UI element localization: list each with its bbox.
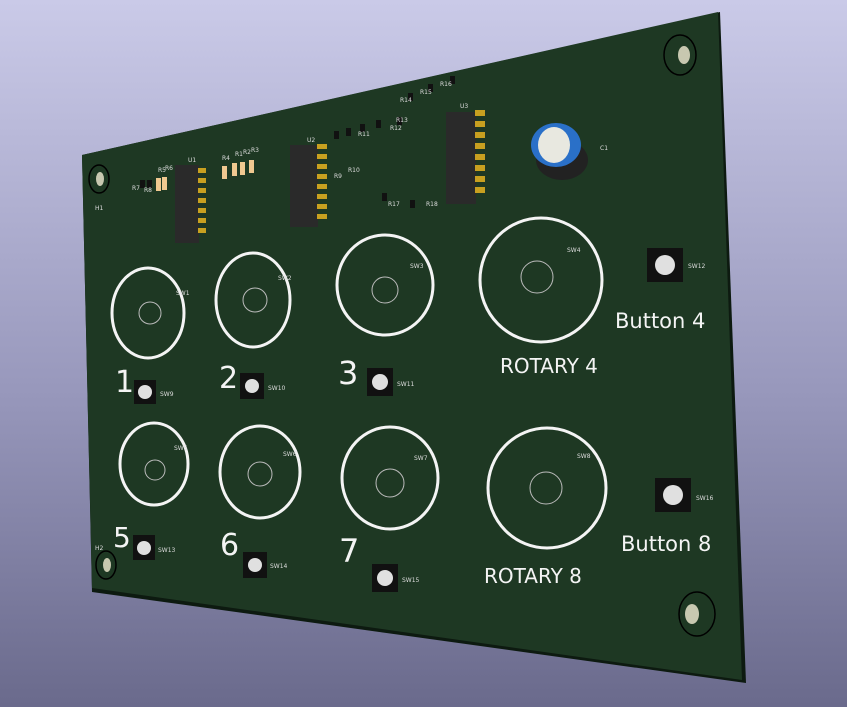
- resistor-ref: R1: [235, 151, 243, 158]
- button-ref: SW16: [696, 495, 714, 502]
- button-ref: SW14: [270, 563, 288, 570]
- ic-ref: U3: [460, 103, 468, 110]
- capacitor-c1: C1: [531, 123, 608, 180]
- button-ref: SW13: [158, 547, 176, 554]
- resistors: R4 R1 R2 R3 R5 R6 R7 R8 R9 R10 R11 R12 R…: [132, 76, 455, 208]
- resistor-ref: R3: [251, 147, 259, 154]
- hole-ref: H2: [95, 545, 104, 552]
- resistor-ref: R18: [426, 201, 438, 208]
- resistor-ref: R9: [334, 173, 342, 180]
- encoder-ref: SW1: [176, 290, 190, 297]
- label-encoder-3: 3: [338, 354, 358, 392]
- label-rotary-8: ROTARY 8: [484, 564, 582, 588]
- resistor-ref: R6: [165, 165, 173, 172]
- resistor-ref: R4: [222, 155, 230, 162]
- encoders: [110, 216, 608, 550]
- label-encoder-6: 6: [220, 528, 239, 563]
- resistor-ref: R17: [388, 201, 400, 208]
- encoder-ref: SW5: [174, 445, 188, 452]
- capacitor-ref: C1: [600, 145, 608, 152]
- label-encoder-2: 2: [219, 361, 238, 396]
- button-ref: SW11: [397, 381, 415, 388]
- button-ref: SW10: [268, 385, 286, 392]
- resistor-ref: R10: [348, 167, 360, 174]
- resistor-ref: R16: [440, 81, 452, 88]
- resistor-ref: R12: [390, 125, 402, 132]
- label-encoder-1: 1: [115, 365, 134, 400]
- push-buttons: SW9 SW10 SW11 SW12 SW13 SW14 SW15 SW16: [133, 248, 714, 592]
- resistor-ref: R15: [420, 89, 432, 96]
- label-button-4: Button 4: [615, 309, 705, 333]
- ic-chips: U1 U2 U3: [175, 103, 485, 243]
- encoder-ref: SW8: [577, 453, 591, 460]
- hole-ref: H1: [95, 205, 104, 212]
- resistor-ref: R13: [396, 117, 408, 124]
- resistor-ref: R11: [358, 131, 370, 138]
- resistor-ref: R14: [400, 97, 412, 104]
- button-ref: SW12: [688, 263, 706, 270]
- encoder-ref: SW3: [410, 263, 424, 270]
- button-ref: SW15: [402, 577, 420, 584]
- ic-ref: U2: [307, 137, 315, 144]
- encoder-ref: SW7: [414, 455, 428, 462]
- encoder-ref: SW2: [278, 275, 292, 282]
- mounting-holes: H1 H2: [88, 34, 716, 637]
- resistor-ref: R5: [158, 167, 166, 174]
- button-ref: SW9: [160, 391, 174, 398]
- resistor-ref: R7: [132, 185, 140, 192]
- pcb-board: [82, 12, 742, 680]
- silkscreen-labels: 1 2 3 ROTARY 4 Button 4 5 6 7 ROTARY 8 B…: [113, 309, 711, 588]
- encoder-shafts: [138, 260, 563, 505]
- encoder-ref: SW6: [283, 451, 297, 458]
- label-button-8: Button 8: [621, 532, 711, 556]
- label-encoder-5: 5: [113, 521, 131, 554]
- resistor-ref: R2: [243, 149, 251, 156]
- ic-ref: U1: [188, 157, 196, 164]
- resistor-ref: R8: [144, 187, 152, 194]
- label-encoder-7: 7: [339, 532, 359, 570]
- encoder-ref: SW4: [567, 247, 581, 254]
- label-rotary-4: ROTARY 4: [500, 354, 598, 378]
